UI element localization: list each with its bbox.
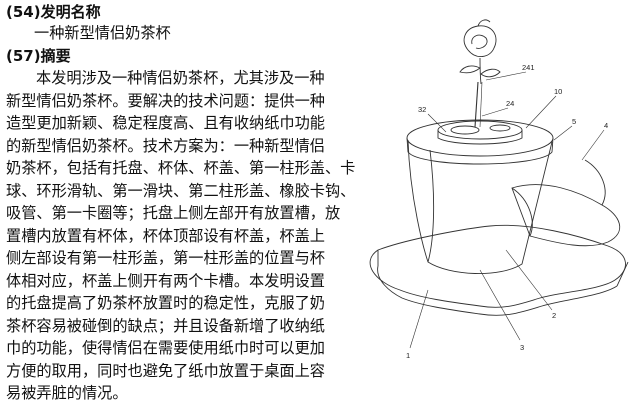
figure-label: 5 xyxy=(572,117,576,126)
invention-name: 一种新型情侣奶茶杯 xyxy=(34,24,171,42)
abstract-line: 体相对应，杯盖上侧开有两个卡槽。本发明设置 xyxy=(6,272,325,290)
figure-label: 10 xyxy=(554,87,562,96)
title-heading: (54)发明名称 xyxy=(6,3,101,21)
abstract-line: 侧左部设有第一柱形盖，第一柱形盖的位置与杯 xyxy=(6,249,325,267)
rose-icon xyxy=(459,19,501,85)
abstract-line: 的托盘提高了奶茶杯放置时的稳定性，克服了奶 xyxy=(6,294,325,312)
figure-label: 3 xyxy=(520,343,524,352)
abstract-line: 吸管、第一卡圈等；托盘上侧左部开有放置槽，放 xyxy=(6,204,341,222)
abstract-line: 新型情侣奶茶杯。要解决的技术问题：提供一种 xyxy=(6,92,325,110)
abstract-heading: (57)摘要 xyxy=(6,47,71,65)
abstract-line: 易被弄脏的情况。 xyxy=(6,384,128,402)
abstract-line: 的新型情侣奶茶杯。技术方案为：一种新型情侣 xyxy=(6,137,325,155)
abstract-line: 巾的功能，使得情侣在需要使用纸巾时可以更加 xyxy=(6,339,325,357)
abstract-line: 方便的取用，同时也避免了纸巾放置于桌面上容 xyxy=(6,362,325,380)
figure-label: 4 xyxy=(604,121,608,130)
tray-edge xyxy=(377,265,618,316)
figure-label: 241 xyxy=(522,63,535,72)
abstract-line: 造型更加新颖、稳定程度高、且有收纳纸巾功能 xyxy=(6,114,325,132)
tray-outline xyxy=(369,224,626,308)
cup-body xyxy=(407,139,553,274)
abstract-line: 奶茶杯，包括有托盘、杯体、杯盖、第一柱形盖、卡 xyxy=(6,159,356,177)
figure-label: 24 xyxy=(506,99,514,108)
figure-label: 2 xyxy=(552,311,556,320)
abstract-line: 本发明涉及一种情侣奶茶杯，尤其涉及一种 xyxy=(36,69,325,87)
straw xyxy=(474,81,479,128)
tissue-holder xyxy=(511,184,621,247)
abstract-line: 置槽内放置有杯体，杯体顶部设有杯盖，杯盖上 xyxy=(6,227,325,245)
patent-drawing: 241 24 10 32 5 4 2 1 3 xyxy=(330,0,640,411)
milk-tea-cup-drawing: 241 24 10 32 5 4 2 1 3 xyxy=(369,19,629,360)
figure-label: 1 xyxy=(406,351,410,360)
figure-label: 32 xyxy=(418,105,426,114)
abstract-line: 茶杯容易被碰倒的缺点；并且设备新增了收纳纸 xyxy=(6,317,325,335)
abstract-line: 球、环形滑轨、第一滑块、第二柱形盖、橡胶卡钩、 xyxy=(6,182,356,200)
